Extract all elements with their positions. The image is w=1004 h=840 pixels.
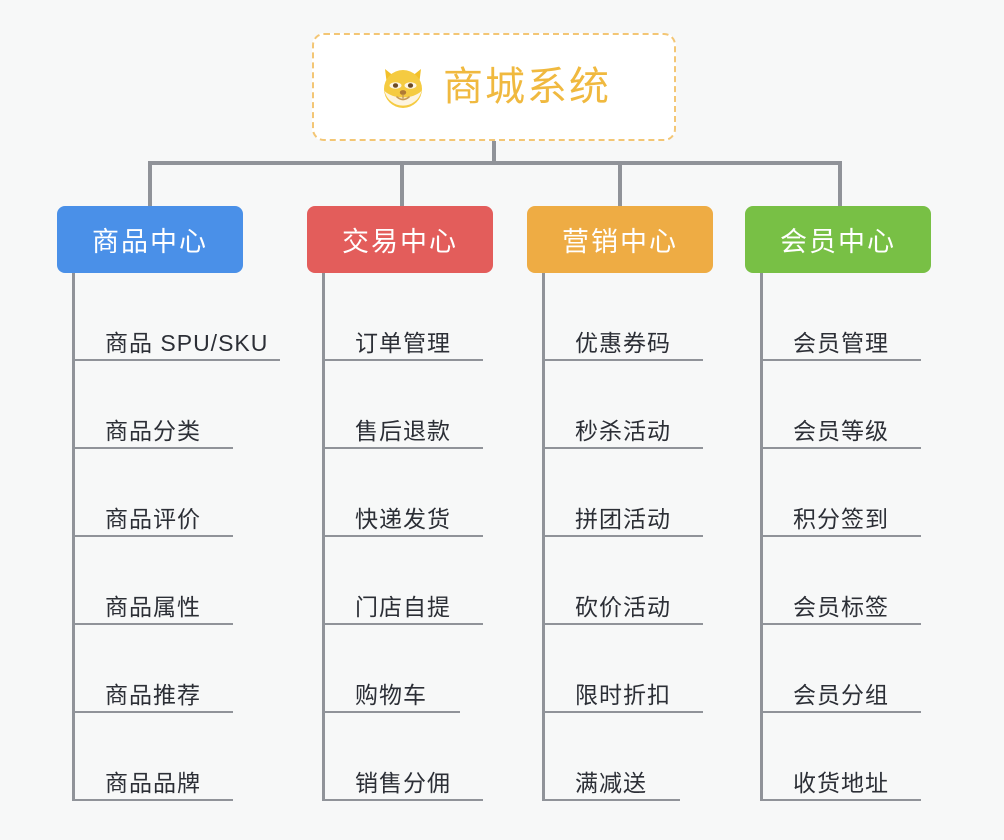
list-item[interactable]: 秒杀活动 [545, 361, 728, 449]
leaf-label: 积分签到 [793, 505, 889, 532]
list-item[interactable]: 订单管理 [325, 273, 508, 361]
list-item[interactable]: 限时折扣 [545, 625, 728, 713]
leaf-label: 会员等级 [793, 417, 889, 444]
leaf-label: 会员分组 [793, 681, 889, 708]
category-header-1[interactable]: 商品中心 [57, 206, 243, 273]
leaf-label: 快递发货 [355, 505, 451, 532]
leaf-label: 会员管理 [793, 329, 889, 356]
connector-root-stem [492, 141, 496, 165]
leaf-list-4: 会员管理 会员等级 积分签到 会员标签 会员分组 收货地址 [760, 273, 946, 801]
list-item[interactable]: 商品属性 [75, 537, 258, 625]
list-item[interactable]: 商品推荐 [75, 625, 258, 713]
connector-drop-4 [838, 161, 842, 207]
list-item[interactable]: 售后退款 [325, 361, 508, 449]
leaf-label: 门店自提 [355, 593, 451, 620]
list-item[interactable]: 门店自提 [325, 537, 508, 625]
category-title-4: 会员中心 [780, 227, 896, 257]
category-title-3: 营销中心 [562, 227, 678, 257]
column-marketing-center: 营销中心 优惠券码 秒杀活动 拼团活动 砍价活动 限时折扣 满减送 [527, 206, 728, 801]
leaf-list-1: 商品 SPU/SKU 商品分类 商品评价 商品属性 商品推荐 商品品牌 [72, 273, 280, 801]
list-item[interactable]: 会员等级 [763, 361, 946, 449]
list-item[interactable]: 购物车 [325, 625, 508, 713]
category-header-3[interactable]: 营销中心 [527, 206, 713, 273]
category-header-2[interactable]: 交易中心 [307, 206, 493, 273]
list-item[interactable]: 砍价活动 [545, 537, 728, 625]
list-item[interactable]: 拼团活动 [545, 449, 728, 537]
connector-drop-2 [400, 161, 404, 207]
root-title: 商城系统 [443, 65, 611, 109]
leaf-label: 砍价活动 [575, 593, 671, 620]
leaf-label: 优惠券码 [575, 329, 671, 356]
leaf-label: 商品推荐 [105, 681, 201, 708]
column-member-center: 会员中心 会员管理 会员等级 积分签到 会员标签 会员分组 收货地址 [745, 206, 946, 801]
root-node[interactable]: 商城系统 [312, 33, 676, 141]
leaf-label: 购物车 [355, 681, 427, 708]
list-item[interactable]: 优惠券码 [545, 273, 728, 361]
leaf-list-2: 订单管理 售后退款 快递发货 门店自提 购物车 销售分佣 [322, 273, 508, 801]
list-item[interactable]: 快递发货 [325, 449, 508, 537]
list-item[interactable]: 满减送 [545, 713, 728, 801]
leaf-label: 售后退款 [355, 417, 451, 444]
leaf-label: 限时折扣 [575, 681, 671, 708]
leaf-label: 销售分佣 [355, 769, 451, 796]
leaf-label: 订单管理 [355, 329, 451, 356]
category-title-1: 商品中心 [92, 227, 208, 257]
list-item[interactable]: 会员分组 [763, 625, 946, 713]
leaf-label: 商品分类 [105, 417, 201, 444]
leaf-label: 满减送 [575, 769, 647, 796]
list-item[interactable]: 商品 SPU/SKU [75, 273, 280, 361]
leaf-label: 收货地址 [793, 769, 889, 796]
list-item[interactable]: 商品分类 [75, 361, 258, 449]
connector-horizontal-bus [148, 161, 842, 165]
connector-drop-1 [148, 161, 152, 207]
list-item[interactable]: 积分签到 [763, 449, 946, 537]
leaf-label: 商品评价 [105, 505, 201, 532]
leaf-label: 商品品牌 [105, 769, 201, 796]
column-product-center: 商品中心 商品 SPU/SKU 商品分类 商品评价 商品属性 商品推荐 商品品牌 [57, 206, 280, 801]
connector-drop-3 [618, 161, 622, 207]
list-item[interactable]: 会员标签 [763, 537, 946, 625]
list-item[interactable]: 收货地址 [763, 713, 946, 801]
list-item[interactable]: 会员管理 [763, 273, 946, 361]
leaf-label: 秒杀活动 [575, 417, 671, 444]
leaf-label: 会员标签 [793, 593, 889, 620]
shiba-dog-emoji-icon [377, 61, 429, 113]
leaf-list-3: 优惠券码 秒杀活动 拼团活动 砍价活动 限时折扣 满减送 [542, 273, 728, 801]
category-title-2: 交易中心 [342, 227, 458, 257]
leaf-label: 拼团活动 [575, 505, 671, 532]
leaf-label: 商品属性 [105, 593, 201, 620]
list-item[interactable]: 销售分佣 [325, 713, 508, 801]
category-header-4[interactable]: 会员中心 [745, 206, 931, 273]
column-trade-center: 交易中心 订单管理 售后退款 快递发货 门店自提 购物车 销售分佣 [307, 206, 508, 801]
leaf-label: 商品 SPU/SKU [105, 329, 269, 356]
list-item[interactable]: 商品评价 [75, 449, 258, 537]
list-item[interactable]: 商品品牌 [75, 713, 258, 801]
